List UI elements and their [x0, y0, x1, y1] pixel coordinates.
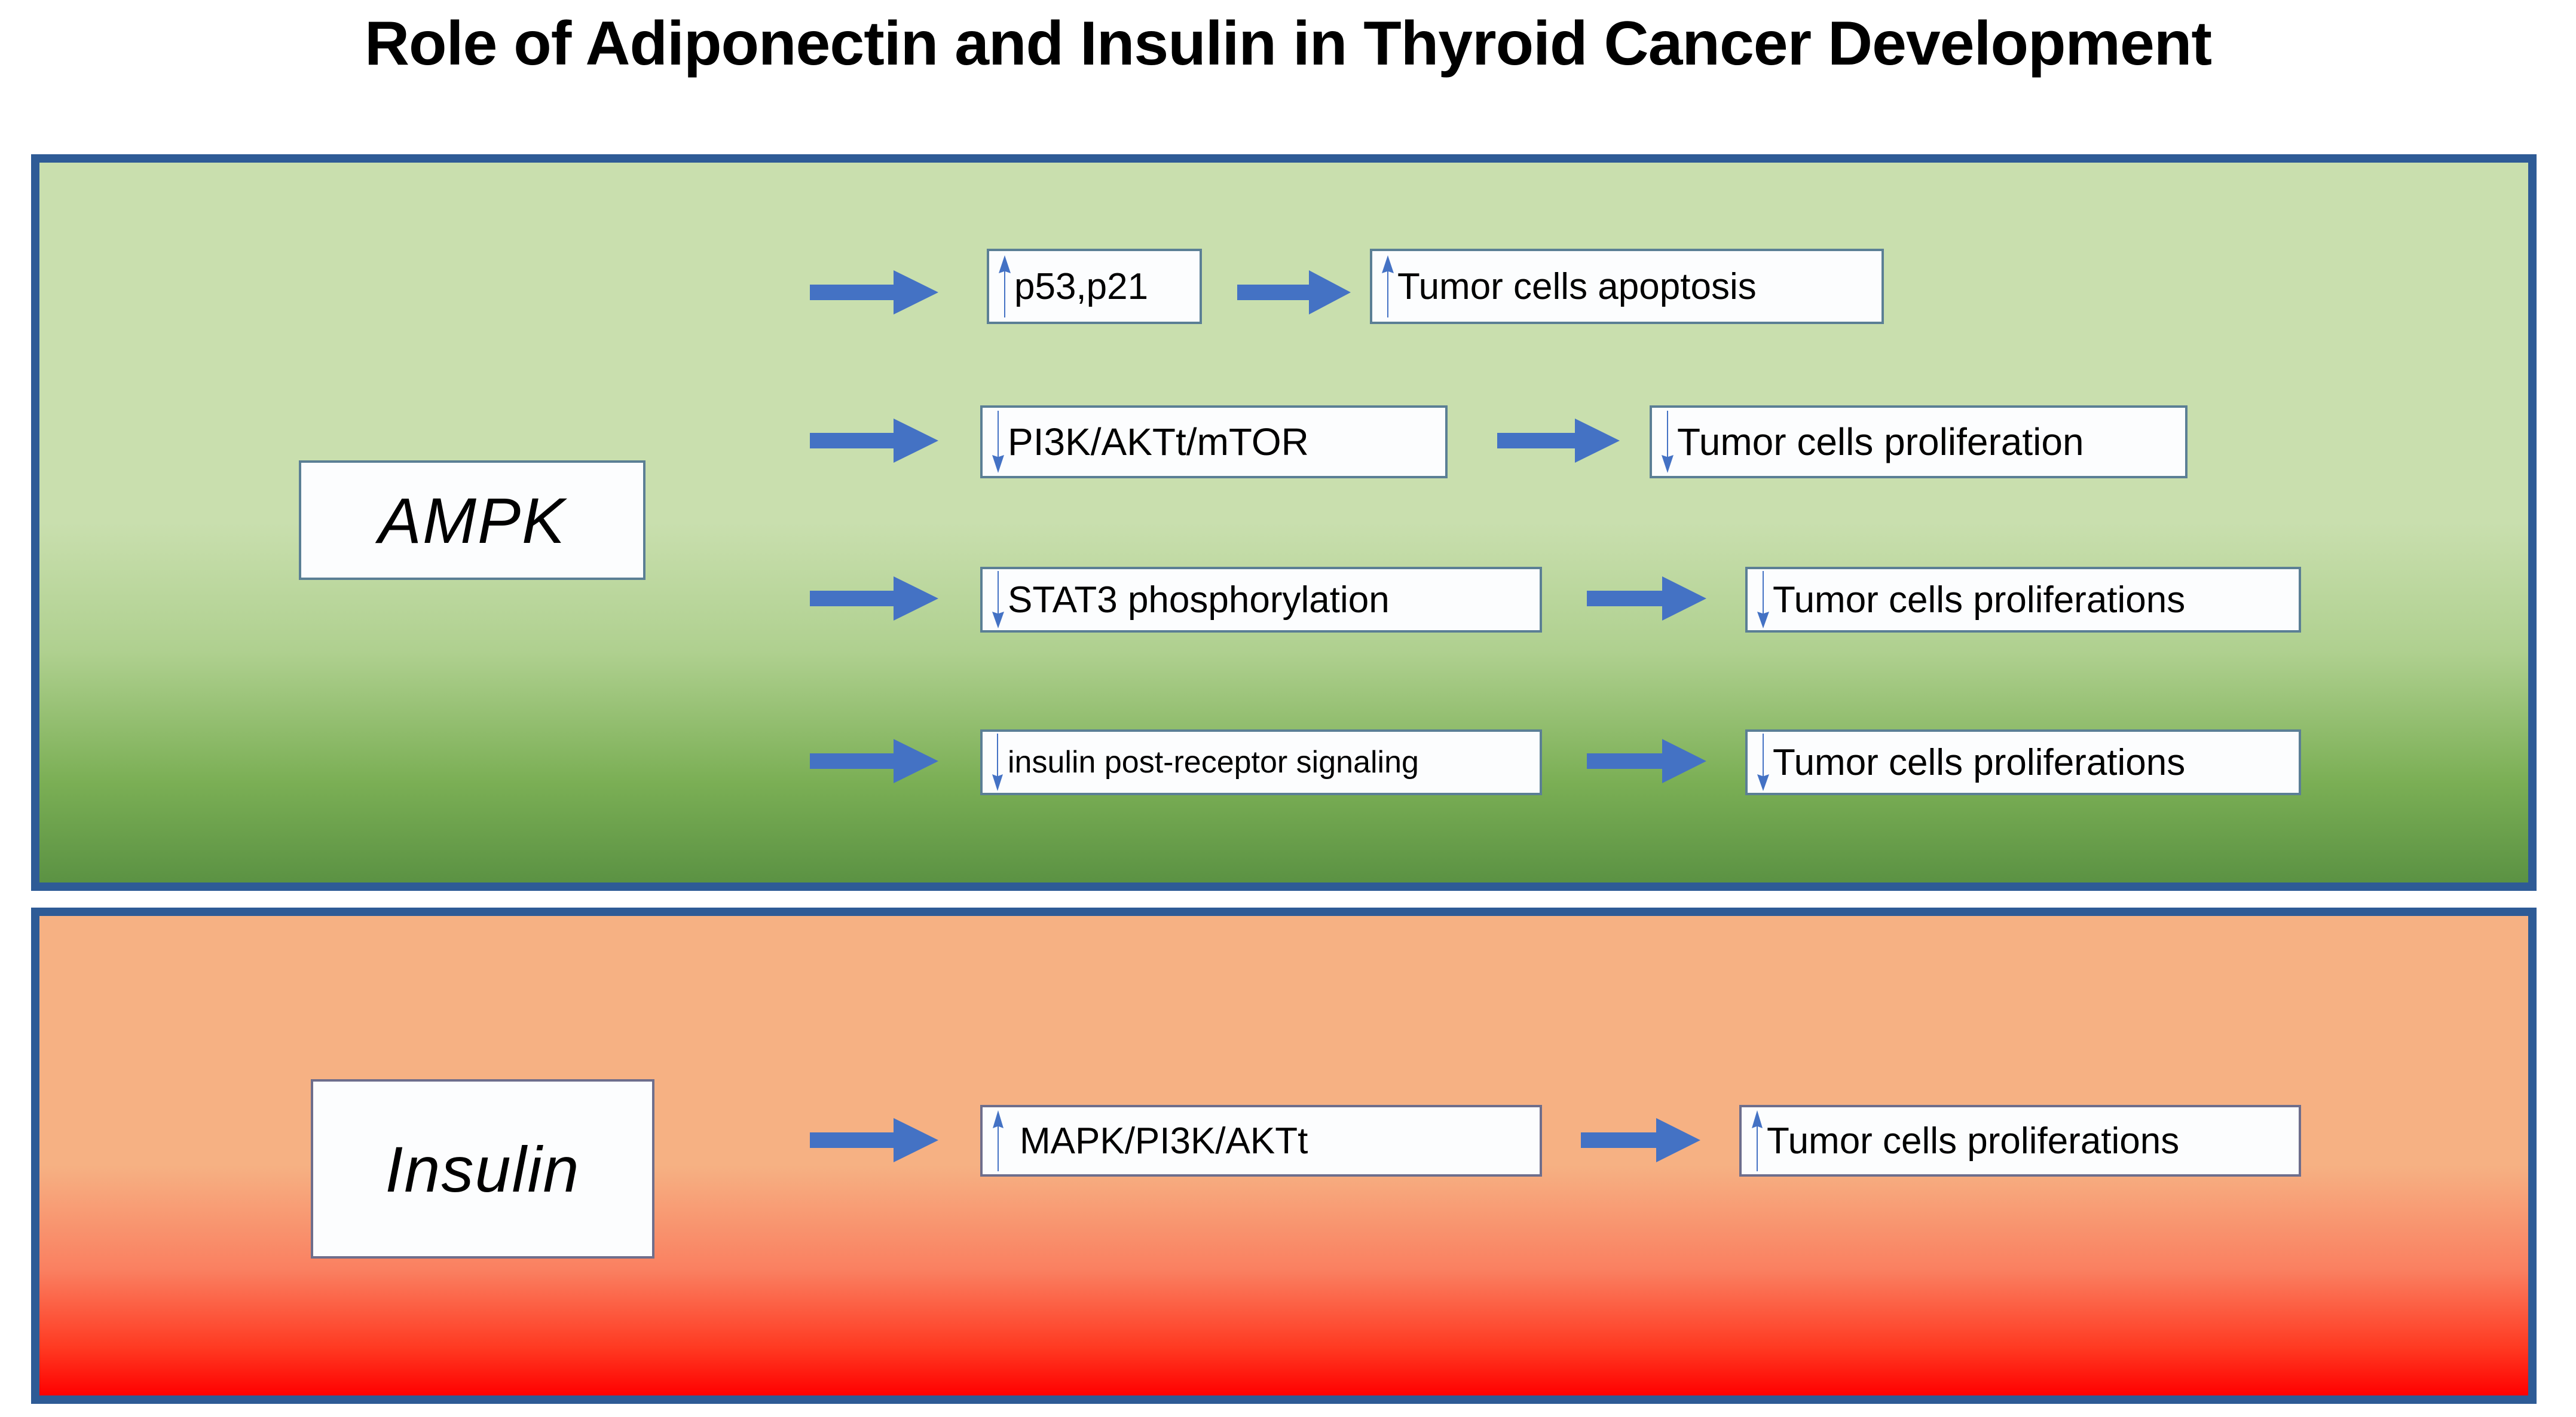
ampk-source-box[interactable]: AMPK: [299, 460, 645, 580]
down-arrow-icon: [1756, 732, 1772, 793]
connector-arrow-row1-outcome: [1237, 270, 1351, 314]
mediator-label-row3: STAT3 phosphorylation: [1008, 579, 1390, 621]
outcome-box-insulin[interactable]: Tumor cells proliferations: [1739, 1105, 2301, 1177]
outcome-label-row4: Tumor cells proliferations: [1773, 741, 2186, 783]
connector-arrow-insulin-outcome: [1581, 1118, 1700, 1162]
mediator-box-insulin[interactable]: MAPK/PI3K/AKTt: [980, 1105, 1542, 1177]
mediator-box-row1[interactable]: p53,p21: [987, 249, 1202, 324]
connector-arrow-row2-outcome: [1497, 419, 1620, 463]
mediator-box-row3[interactable]: STAT3 phosphorylation: [980, 567, 1542, 633]
outcome-label-row3: Tumor cells proliferations: [1773, 579, 2186, 621]
connector-arrow-row3-source: [810, 576, 938, 621]
connector-arrow-row3-outcome: [1587, 576, 1706, 621]
connector-arrow-row1-source: [810, 270, 938, 314]
connector-arrow-row2-source: [810, 419, 938, 463]
page-title: Role of Adiponectin and Insulin in Thyro…: [364, 9, 2212, 78]
outcome-box-row1[interactable]: Tumor cells apoptosis: [1370, 249, 1884, 324]
insulin-source-box[interactable]: Insulin: [311, 1079, 654, 1259]
ampk-source-label: AMPK: [378, 484, 567, 557]
outcome-label-row2: Tumor cells proliferation: [1677, 420, 2084, 463]
mediator-label-row2: PI3K/AKTt/mTOR: [1008, 420, 1309, 463]
up-arrow-icon: [1750, 1107, 1766, 1174]
down-arrow-icon: [991, 732, 1006, 793]
mediator-label-row1: p53,p21: [1014, 265, 1149, 307]
up-arrow-icon: [998, 251, 1013, 322]
outcome-box-row3[interactable]: Tumor cells proliferations: [1745, 567, 2301, 633]
insulin-source-label: Insulin: [385, 1132, 580, 1205]
mediator-label-row4: insulin post-receptor signaling: [1008, 745, 1419, 780]
connector-arrow-row4-outcome: [1587, 739, 1706, 783]
outcome-label-row1: Tumor cells apoptosis: [1397, 265, 1757, 307]
down-arrow-icon: [991, 569, 1006, 630]
down-arrow-icon: [991, 408, 1006, 476]
mediator-label-insulin: MAPK/PI3K/AKTt: [1020, 1120, 1308, 1162]
connector-arrow-row4-source: [810, 739, 938, 783]
mediator-box-row4[interactable]: insulin post-receptor signaling: [980, 729, 1542, 795]
outcome-box-row2[interactable]: Tumor cells proliferation: [1650, 405, 2188, 478]
outcome-label-insulin: Tumor cells proliferations: [1767, 1120, 2180, 1162]
down-arrow-icon: [1756, 569, 1772, 630]
up-arrow-icon: [991, 1107, 1006, 1174]
down-arrow-icon: [1660, 408, 1676, 476]
connector-arrow-insulin-source: [810, 1118, 938, 1162]
outcome-box-row4[interactable]: Tumor cells proliferations: [1745, 729, 2301, 795]
mediator-box-row2[interactable]: PI3K/AKTt/mTOR: [980, 405, 1448, 478]
up-arrow-icon: [1381, 251, 1396, 322]
